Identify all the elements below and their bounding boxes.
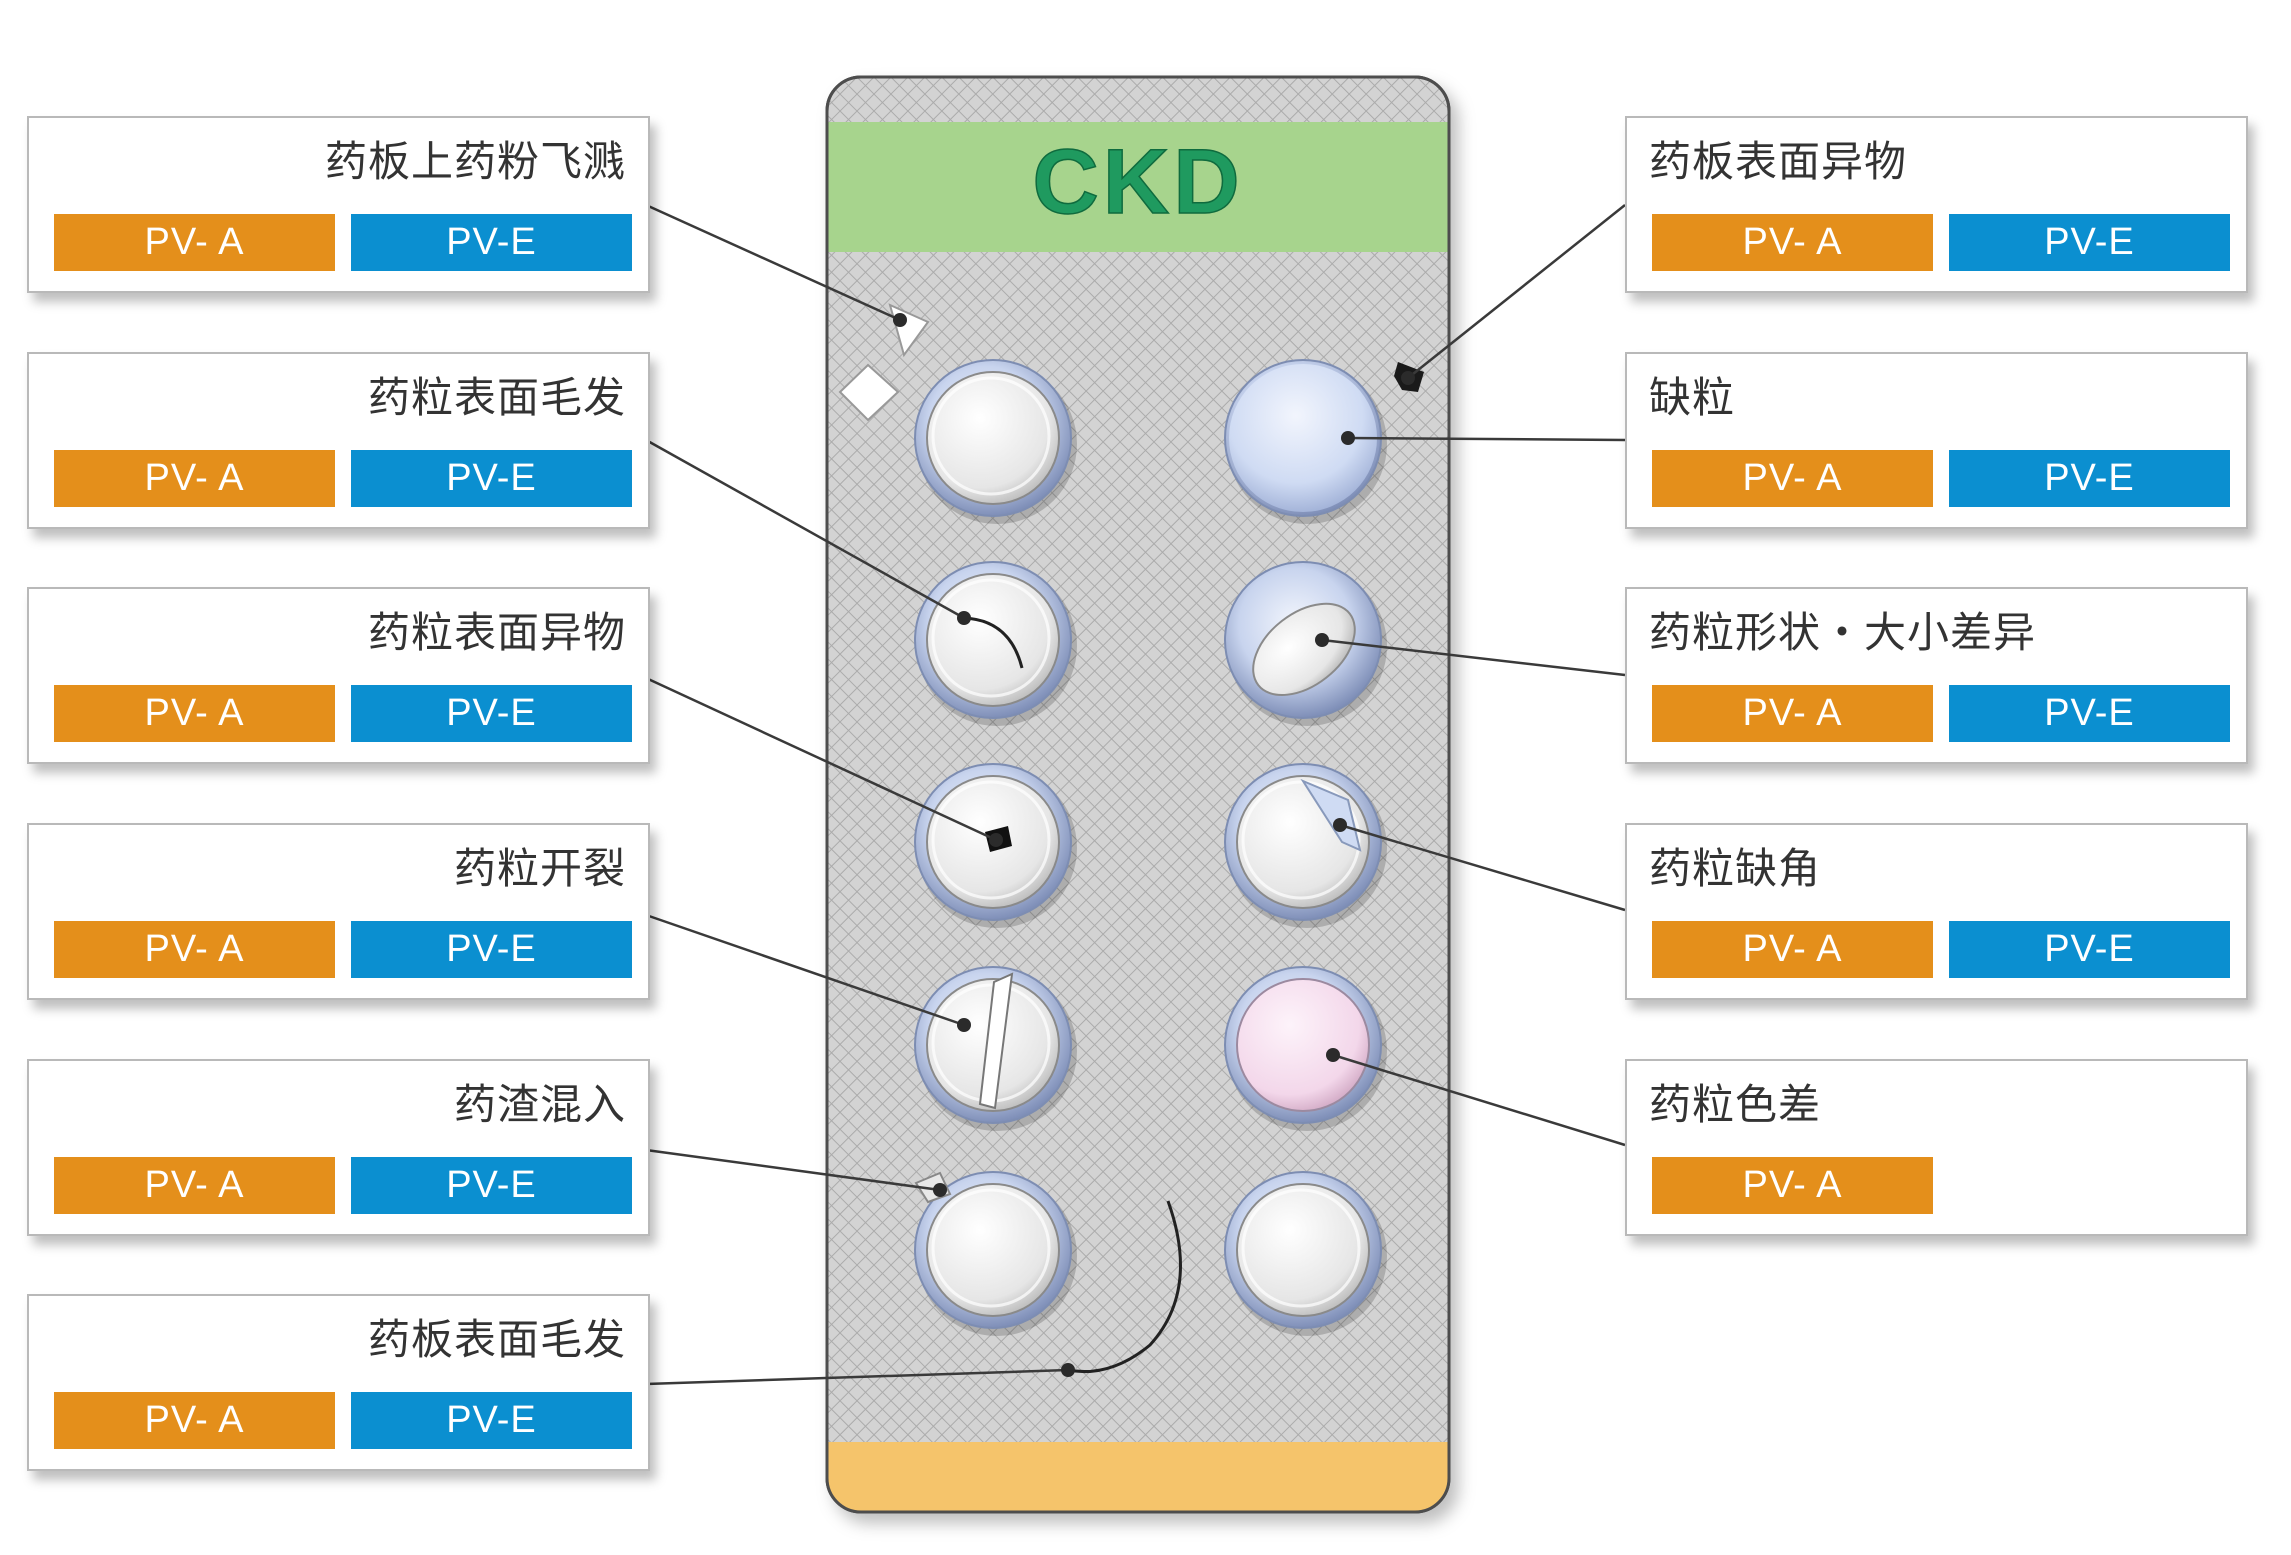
tablet-cell-normal	[1224, 1171, 1387, 1336]
label-title: 药渣混入	[453, 1080, 626, 1129]
pv-a-badge: PV- A	[1652, 685, 1933, 742]
pv-a-badge: PV- A	[54, 214, 335, 271]
tablet-chip-mark	[1300, 778, 1362, 852]
pv-a-badge: PV- A	[54, 1392, 335, 1449]
leader-dot	[989, 833, 1003, 847]
leader-dot	[1061, 1363, 1075, 1377]
pv-e-badge: PV-E	[351, 1392, 632, 1449]
pv-e-badge: PV-E	[1949, 450, 2230, 507]
leader-dot	[1341, 431, 1355, 445]
label-card-color-difference: 药粒色差 PV- A	[1625, 1059, 2248, 1236]
leader-shape-size	[1321, 638, 1626, 677]
tablet-cell-normal	[914, 359, 1077, 524]
label-title: 缺粒	[1649, 373, 1736, 422]
leader-dot	[1401, 371, 1415, 385]
pv-a-badge: PV- A	[1652, 1157, 1933, 1214]
tablet-crack-mark	[978, 972, 1014, 1110]
label-title: 药板表面毛发	[367, 1315, 626, 1364]
label-title: 药粒形状・大小差异	[1649, 608, 2037, 657]
leader-tablet-hair	[645, 438, 965, 620]
leader-dot	[1326, 1048, 1340, 1062]
leader-dot	[957, 1018, 971, 1032]
tablet-cell-missing	[1224, 359, 1387, 524]
leader-lines	[645, 203, 1626, 1386]
tablet-cell-pink	[1224, 966, 1387, 1131]
pv-a-badge: PV- A	[54, 1157, 335, 1214]
tablet-cell-shape	[1224, 561, 1387, 726]
label-card-plate-foreign: 药板表面异物 PV- A PV-E	[1625, 116, 2248, 293]
tablet-hair-mark	[963, 616, 1024, 669]
pv-e-badge: PV-E	[351, 450, 632, 507]
pv-a-badge: PV- A	[54, 450, 335, 507]
leader-tablet-crack	[645, 913, 965, 1027]
label-title: 药粒表面毛发	[367, 373, 626, 422]
leader-chipped-tablet	[1339, 823, 1626, 912]
leader-tablet-foreign	[645, 676, 997, 842]
tablet-cell-normal	[914, 1171, 1077, 1336]
leader-dot	[893, 313, 907, 327]
pv-a-badge: PV- A	[1652, 450, 1933, 507]
pv-a-badge: PV- A	[54, 921, 335, 978]
label-card-plate-hair: 药板表面毛发 PV- A PV-E	[27, 1294, 650, 1471]
label-card-plate-powder: 药板上药粉飞溅 PV- A PV-E	[27, 116, 650, 293]
leader-debris	[645, 1148, 941, 1192]
leader-plate-hair	[645, 1368, 1069, 1386]
label-title: 药粒色差	[1649, 1080, 1822, 1129]
leader-plate-powder	[645, 203, 901, 322]
pv-a-badge: PV- A	[1652, 921, 1933, 978]
label-title: 药板表面异物	[1649, 137, 1908, 186]
label-card-debris: 药渣混入 PV- A PV-E	[27, 1059, 650, 1236]
label-title: 药粒表面异物	[367, 608, 626, 657]
plate-header-band	[827, 122, 1449, 252]
tablet-cell-normal	[914, 561, 1077, 726]
leader-color-difference	[1332, 1053, 1626, 1147]
label-card-missing-tablet: 缺粒 PV- A PV-E	[1625, 352, 2248, 529]
pv-a-badge: PV- A	[54, 685, 335, 742]
pv-e-badge: PV-E	[1949, 214, 2230, 271]
pv-e-badge: PV-E	[351, 1157, 632, 1214]
leader-dot	[1315, 633, 1329, 647]
pv-e-badge: PV-E	[1949, 685, 2230, 742]
pv-e-badge: PV-E	[1949, 921, 2230, 978]
label-title: 药板上药粉飞溅	[324, 137, 626, 186]
leader-dot	[957, 611, 971, 625]
plate-footer-band	[827, 1442, 1449, 1512]
plate-hair-mark	[1067, 1200, 1182, 1374]
pv-e-badge: PV-E	[351, 921, 632, 978]
leader-dot	[1333, 818, 1347, 832]
leader-plate-foreign	[1407, 204, 1626, 379]
label-card-chipped-tablet: 药粒缺角 PV- A PV-E	[1625, 823, 2248, 1000]
label-card-tablet-foreign: 药粒表面异物 PV- A PV-E	[27, 587, 650, 764]
leader-missing-tablet	[1347, 436, 1626, 442]
label-card-shape-size: 药粒形状・大小差异 PV- A PV-E	[1625, 587, 2248, 764]
label-card-tablet-hair: 药粒表面毛发 PV- A PV-E	[27, 352, 650, 529]
leader-dot	[933, 1183, 947, 1197]
pv-e-badge: PV-E	[351, 214, 632, 271]
label-card-tablet-crack: 药粒开裂 PV- A PV-E	[27, 823, 650, 1000]
pv-a-badge: PV- A	[1652, 214, 1933, 271]
label-title: 药粒缺角	[1649, 844, 1822, 893]
tablet-cells	[914, 359, 1387, 1336]
label-title: 药粒开裂	[453, 844, 626, 893]
pv-e-badge: PV-E	[351, 685, 632, 742]
ckd-logo: CKD	[1032, 131, 1243, 233]
